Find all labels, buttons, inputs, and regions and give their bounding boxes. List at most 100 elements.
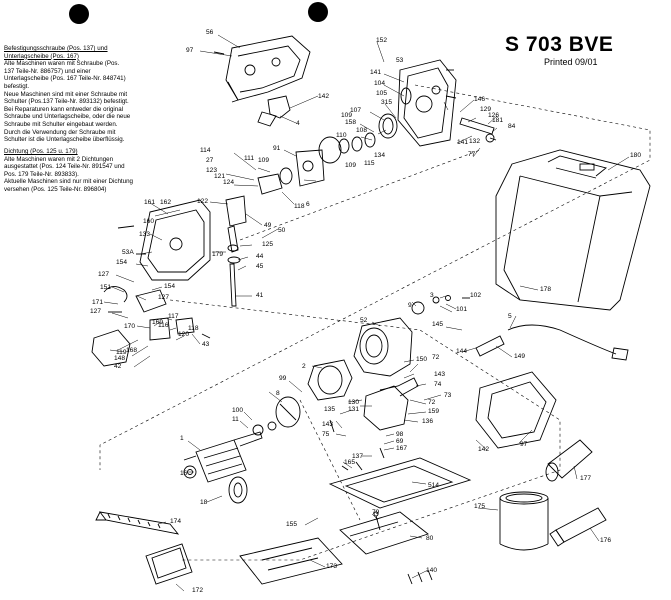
callout-109-a: 109 [341,112,352,119]
callout-151: 151 [100,284,111,291]
callout-3: 3 [430,292,434,299]
callout-42: 42 [114,363,122,370]
callout-105: 105 [376,90,387,97]
callout-142-top: 142 [318,93,329,100]
notes-heading: Dichtung (Pos. 125 u. 179) [4,148,78,155]
callout-167: 167 [396,445,407,452]
callout-315: 315 [381,99,392,106]
callout-5: 5 [508,313,512,320]
callout-154-a: 154 [116,259,127,266]
callout-179: 179 [212,251,223,258]
callout-148: 148 [114,355,125,362]
callout-121: 121 [214,173,225,180]
callout-9: 9 [408,302,412,309]
notes-line: versehen (Pos. 125 Teile-Nr. 896804) [4,185,107,193]
notes-heading: Unterlagscheibe (Pos. 167) [4,52,79,60]
callout-110: 110 [336,132,347,139]
callout-161: 161 [144,199,155,206]
callout-123: 123 [206,167,217,174]
callout-134: 134 [374,152,385,159]
callout-41: 41 [256,292,264,299]
callout-141-b: 141 [457,139,468,146]
notes-line: Alte Maschinen waren mit 2 Dichtungen [4,155,114,163]
callout-177: 177 [580,475,591,482]
callout-178: 178 [540,286,551,293]
callout-104: 104 [374,80,385,87]
switch-part [135,289,195,341]
callout-11: 11 [232,416,239,423]
callout-514: 514 [428,482,439,489]
callout-127-a: 127 [98,271,109,278]
gear-housing-part [397,59,457,147]
callout-171: 171 [92,299,103,306]
notes-line: Pos. 179 Teile-Nr. 893833). [4,170,79,178]
callout-154-b: 154 [164,283,175,290]
callout-27: 27 [206,157,214,164]
armature-part [183,421,277,483]
callout-125: 125 [262,241,273,248]
callout-72: 72 [432,354,440,361]
callout-114: 114 [200,147,211,154]
callout-142-b: 142 [478,446,489,453]
callout-97-b: 97 [520,441,528,448]
callout-98: 98 [396,431,404,438]
notes-line: Durch die Verwendung der Schraube mit [4,128,116,136]
notes-line: Unterlagscheibe (Pos. 167 Teile-Nr. 8487… [4,75,126,83]
stroke-rod-part [225,195,247,307]
callout-49: 49 [264,222,272,229]
callout-16: 16 [180,470,188,477]
callout-133: 133 [139,231,150,238]
callout-109-c: 109 [345,162,356,169]
callout-170: 170 [124,323,135,330]
callout-152: 152 [376,37,387,44]
stator-part [307,359,353,401]
shoe-plate-part [239,537,343,585]
callout-79: 79 [372,509,380,516]
gear-part [378,113,398,139]
cable-clip-part [91,286,131,367]
callout-140: 140 [426,567,437,574]
callout-126: 126 [488,112,499,119]
callout-181: 181 [492,117,503,124]
grease-tube-part [549,507,607,547]
callout-108: 108 [356,127,367,134]
callout-127-b: 127 [158,294,169,301]
callout-84: 84 [508,123,516,130]
shoe-plate-part [339,511,429,555]
callout-129: 129 [480,106,491,113]
callout-80: 80 [426,535,434,542]
callout-44: 44 [256,253,264,260]
callout-8: 8 [276,390,280,397]
callout-118: 118 [294,203,305,210]
callout-56: 56 [206,29,214,36]
callout-141-a: 141 [370,69,381,76]
callout-122: 122 [197,198,208,205]
callout-159: 159 [428,408,439,415]
callout-100: 100 [232,407,243,414]
saw-blade-part [95,511,180,535]
model-title: S 703 BVE [505,33,614,56]
notes-screw-washer: Befestigungsschraube (Pos. 137) und Unte… [4,45,144,144]
callout-127-c: 127 [90,308,101,315]
callout-158: 158 [345,119,356,126]
notes-line: Neue Maschinen sind mit einer Schraube m… [4,90,128,98]
callout-6: 6 [306,201,310,208]
notes-line: Bei Reparaturen kann entweder die origin… [4,105,124,113]
storage-tin-part [499,491,549,551]
callout-97-top: 97 [186,47,194,54]
callout-174: 174 [170,518,181,525]
bearing-part [411,295,451,315]
pendulum-part [257,149,325,195]
callout-116: 116 [158,322,169,329]
callout-176: 176 [600,537,611,544]
callout-117: 117 [168,313,179,320]
callout-1: 1 [180,435,184,442]
shaft-part [459,117,495,143]
callout-50: 50 [278,227,286,234]
seal-ring-part [318,136,363,164]
notes-line: befestigt. [4,82,30,90]
callout-146: 146 [474,96,485,103]
callout-136: 136 [422,418,433,425]
